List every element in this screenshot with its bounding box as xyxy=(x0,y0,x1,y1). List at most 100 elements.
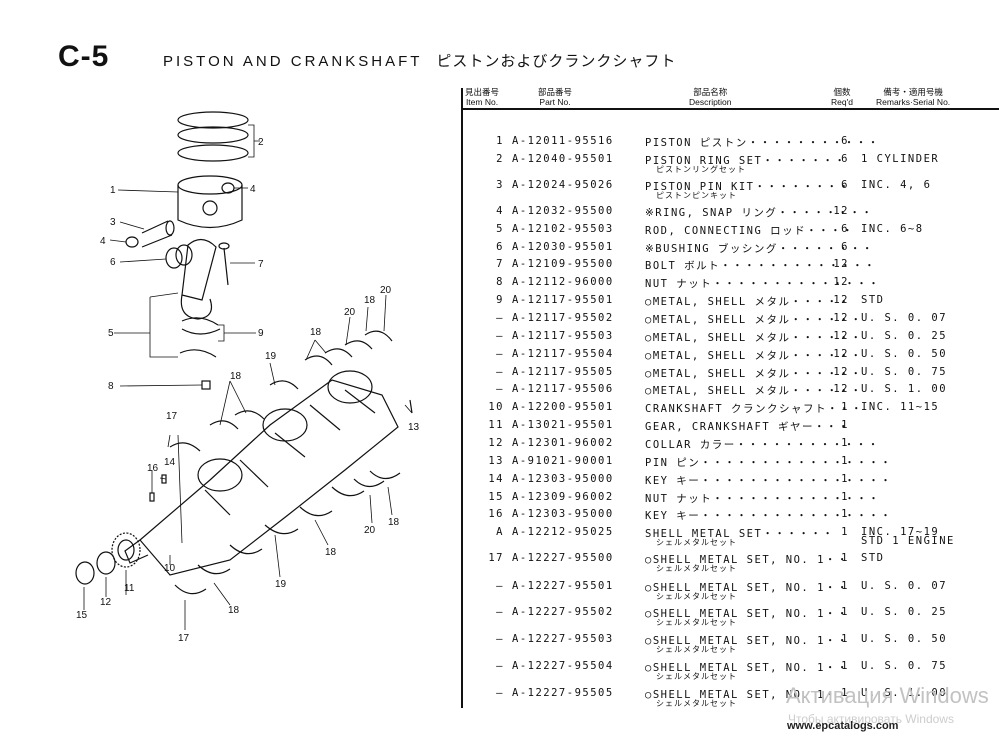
row-qty: 1 xyxy=(841,660,849,672)
row-item: 15 xyxy=(488,491,504,503)
page-title-jp: ピストンおよびクランクシャフト xyxy=(436,53,677,70)
piston-pin-hole-shape xyxy=(202,200,218,216)
row-item: — xyxy=(496,383,504,395)
row-description: SHELL METAL SET・・・・・・ xyxy=(645,528,835,540)
callout-5: 5 xyxy=(108,328,114,339)
piston-top-shape xyxy=(177,175,243,195)
row-qty: 12 xyxy=(833,312,849,324)
row-description-jp: ピストンピンキット xyxy=(656,191,737,200)
row-item: — xyxy=(496,660,504,672)
callout-1: 1 xyxy=(110,185,116,196)
row-part-number: A-12200-95501 xyxy=(512,401,614,413)
row-qty: 1 xyxy=(841,552,849,564)
row-remarks: U. S. 1. 00 xyxy=(861,687,948,699)
activation-watermark-sub: Чтобы активировать Windows xyxy=(788,712,954,726)
row-description: GEAR, CRANKSHAFT ギヤー・・・ xyxy=(645,421,850,433)
front-nut-shape xyxy=(75,561,95,585)
row-qty: 1 xyxy=(841,606,849,618)
row-remarks: INC. 11~15 xyxy=(861,401,940,413)
row-remarks: U. S. 0. 50 xyxy=(861,348,948,360)
parts-diagram: 1 2 4 3 4 6 7 5 9 8 17 18 19 18 20 18 20… xyxy=(75,111,420,644)
callout-10: 10 xyxy=(164,563,176,574)
row-remarks: INC. 6~8 xyxy=(861,223,924,235)
row-description: PISTON ピストン・・・・・・・・・・・ xyxy=(645,137,880,149)
row-description: ○METAL, SHELL メタル・・・・・・ xyxy=(645,368,863,380)
row-item: — xyxy=(496,606,504,618)
bushing-shape xyxy=(175,244,193,266)
callout-2: 2 xyxy=(258,137,264,148)
row-qty: 1 xyxy=(841,473,849,485)
row-part-number: A-12227-95503 xyxy=(512,633,614,645)
row-item: 7 xyxy=(496,258,504,270)
callout-19: 19 xyxy=(265,351,277,362)
row-description: ROD, CONNECTING ロッド・・・・ xyxy=(645,225,855,237)
row-qty: 12 xyxy=(833,258,849,270)
shell-metal-shape xyxy=(181,317,219,326)
main-shell-shape xyxy=(353,478,385,488)
row-item: — xyxy=(496,348,504,360)
piston-pin-end-shape xyxy=(165,220,175,236)
row-item: 1 xyxy=(496,135,504,147)
row-description: ○METAL, SHELL メタル・・・・・ xyxy=(645,296,851,308)
row-description-jp: シェルメタルセット xyxy=(656,645,737,654)
row-description-jp: シェルメタルセット xyxy=(656,564,737,573)
bolt-shape xyxy=(223,247,229,286)
row-description: NUT ナット・・・・・・・・・・・・・・ xyxy=(645,278,881,290)
row-description: KEY キー・・・・・・・・・・・・・・・・ xyxy=(645,475,893,487)
row-item: 11 xyxy=(488,419,504,431)
row-description: COLLAR カラー・・・・・・・・・・・・ xyxy=(645,439,880,451)
main-shell-shape xyxy=(344,340,373,350)
key-shape xyxy=(149,492,155,502)
row-part-number: A-12117-95506 xyxy=(512,383,614,395)
main-shell-shape xyxy=(169,442,201,452)
row-part-number: A-12227-95505 xyxy=(512,687,614,699)
callout-18d: 18 xyxy=(228,605,240,616)
callout-17: 17 xyxy=(166,411,178,422)
row-part-number: A-12227-95500 xyxy=(512,552,614,564)
row-part-number: A-12227-95502 xyxy=(512,606,614,618)
row-part-number: A-12227-95501 xyxy=(512,580,614,592)
row-description-jp: ピストンリングセット xyxy=(656,165,746,174)
row-part-number: A-12301-96002 xyxy=(512,437,614,449)
callout-4b: 4 xyxy=(100,236,106,247)
row-description: PISTON RING SET・・・・・・・ xyxy=(645,155,847,167)
callout-8: 8 xyxy=(108,381,114,392)
row-item: 6 xyxy=(496,241,504,253)
row-qty: 12 xyxy=(833,205,849,217)
row-item: 9 xyxy=(496,294,504,306)
row-item: — xyxy=(496,312,504,324)
row-part-number: A-13021-95501 xyxy=(512,419,614,431)
row-description: ○METAL, SHELL メタル・・・・・・ xyxy=(645,332,863,344)
main-shell-shape xyxy=(364,330,393,342)
row-qty: 12 xyxy=(833,366,849,378)
row-qty: 12 xyxy=(833,348,849,360)
connecting-rod-cap-shape xyxy=(180,294,213,320)
row-item: 8 xyxy=(496,276,504,288)
row-qty: 1 xyxy=(841,491,849,503)
callout-13: 13 xyxy=(408,422,420,433)
row-item: — xyxy=(496,580,504,592)
callout-4: 4 xyxy=(250,184,256,195)
callout-6: 6 xyxy=(110,257,116,268)
row-qty: 6 xyxy=(841,135,849,147)
page-title-en: PISTON AND CRANKSHAFT xyxy=(163,53,423,70)
piston-shape xyxy=(177,185,243,229)
row-qty: 6 xyxy=(841,179,849,191)
main-shell-shape xyxy=(264,524,299,535)
crankshaft-nose-shape xyxy=(124,539,149,564)
row-description-jp: シェルメタルセット xyxy=(656,699,737,708)
main-shell-shape xyxy=(331,486,365,497)
row-description: ○SHELL METAL SET, NO. 1・・ xyxy=(645,635,849,647)
row-part-number: A-12040-95501 xyxy=(512,153,614,165)
row-description: PIN ピン・・・・・・・・・・・・・・・・ xyxy=(645,457,893,469)
callout-11: 11 xyxy=(124,583,135,594)
row-description: NUT ナット・・・・・・・・・・・・・・ xyxy=(645,493,881,505)
row-item: 4 xyxy=(496,205,504,217)
callout-18b: 18 xyxy=(310,327,322,338)
